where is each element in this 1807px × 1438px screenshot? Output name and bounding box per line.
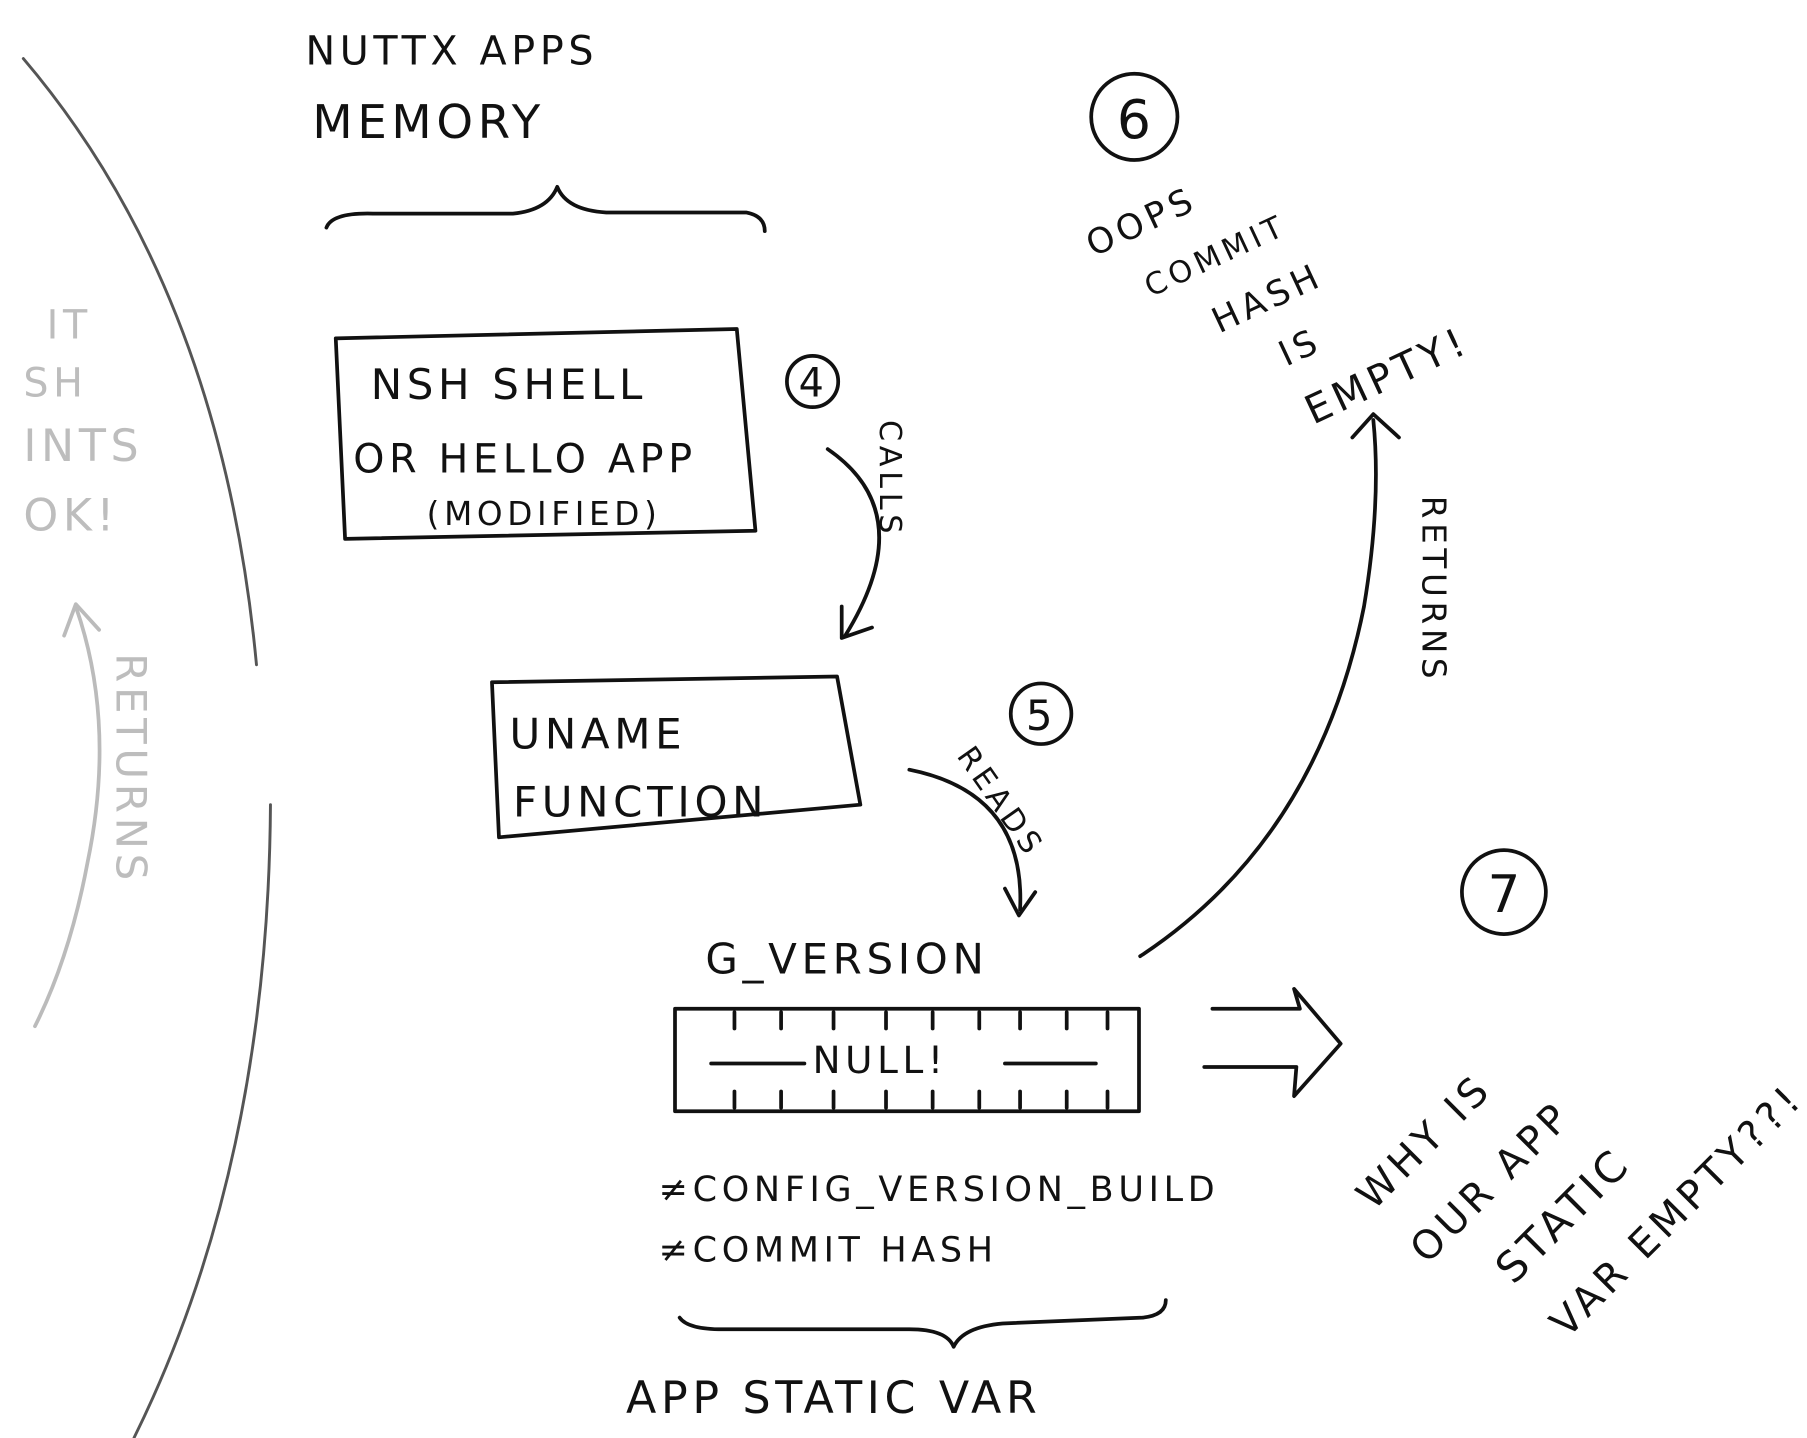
returns-arrowhead-icon [1350,412,1401,440]
brace-top [324,184,767,233]
reads-arrow [907,767,1023,912]
reads-arrowhead-icon [1003,886,1038,918]
variable-value: NULL! [813,1038,948,1082]
faded-text-line: OK! [23,491,119,542]
variable-name: G_VERSION [705,935,988,984]
variable-note-commit: ≠COMMIT HASH [659,1231,998,1271]
calls-label: CALLS [872,420,907,538]
brace-bottom [677,1298,1168,1349]
step-6-circle [1089,71,1180,162]
step-7-circle [1460,848,1548,936]
faded-returns-label: RETURNS [107,653,156,885]
nsh-box-line3: (MODIFIED) [427,495,662,533]
step-7-number: 7 [1488,865,1525,925]
uname-box-line1: UNAME [509,710,686,759]
memory-title-line2: MEMORY [312,95,545,149]
double-arrow-icon [1202,987,1343,1099]
variable-memory-box [673,1006,1141,1114]
memory-boundary-arc-bottom [132,803,272,1438]
oops-line: IS [1273,321,1328,375]
question-note: WHY IS OUR APP STATIC VAR EMPTY??! [1348,1065,1807,1346]
step-4-circle [785,353,841,410]
oops-line: EMPTY! [1298,318,1476,434]
calls-arrowhead-icon [839,604,874,640]
faded-arrowhead-icon [62,602,101,638]
app-static-var-caption: APP STATIC VAR [626,1373,1041,1424]
step-5-circle [1008,681,1074,746]
reads-label: READS [949,740,1050,864]
uname-function-box [490,674,863,840]
memory-title-line1: NUTTX APPS [305,28,598,74]
faded-returns-arrow [33,604,102,1029]
calls-arrow [825,447,882,638]
step-6-number: 6 [1117,88,1156,151]
variable-note-config: ≠CONFIG_VERSION_BUILD [659,1170,1220,1210]
uname-box-line2: FUNCTION [513,777,768,826]
returns-label: RETURNS [1414,496,1452,684]
nsh-box-line1: NSH SHELL [371,360,647,409]
faded-text-line: SH [23,361,87,407]
faded-text-line: INTS [23,421,143,472]
nsh-shell-box [333,327,758,541]
faded-left-notes: IT SH INTS OK! RETURNS [23,302,156,1029]
nsh-box-line2: OR HELLO APP [353,436,697,482]
step-5-number: 5 [1026,691,1057,740]
faded-text-line: IT [47,302,92,348]
step-4-number: 4 [799,361,829,407]
returns-arrow [1138,418,1378,959]
memory-boundary-arc-top [21,57,258,667]
